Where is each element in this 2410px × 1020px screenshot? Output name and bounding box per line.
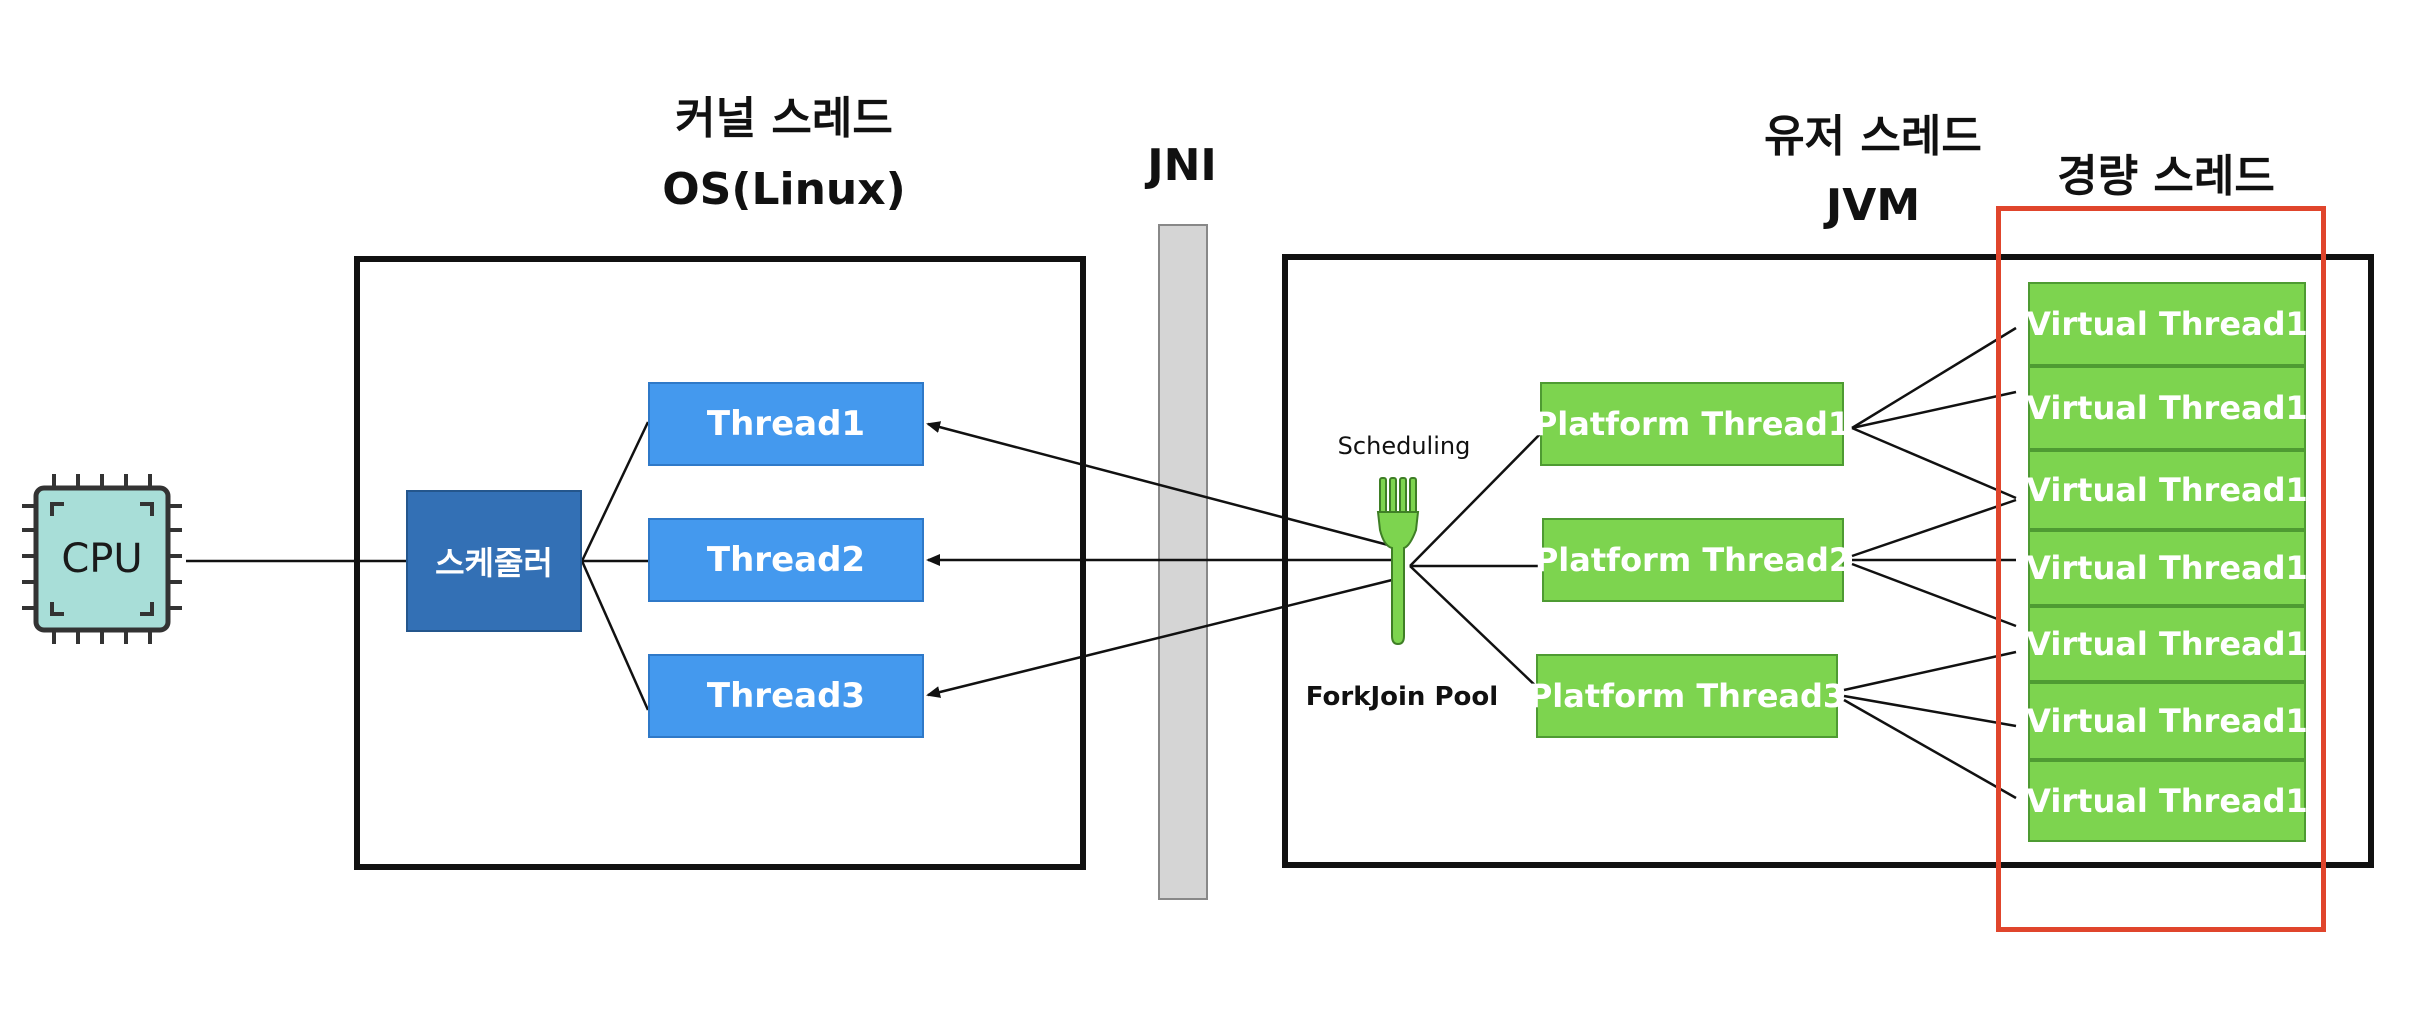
platform-thread-box: Platform Thread1 xyxy=(1534,382,1850,466)
platform3-vt6-line xyxy=(1843,694,2017,728)
lightweight-thread-highlight xyxy=(1996,206,2326,932)
virtual-thread-box: Virtual Thread1 xyxy=(2026,450,2308,530)
fork-platform1-line xyxy=(1409,427,1547,567)
forkjoin-pool-label: ForkJoin Pool xyxy=(1305,682,1499,712)
scheduler-thread1-line xyxy=(580,421,650,562)
virtual-thread-box: Virtual Thread1 xyxy=(2026,682,2308,760)
platform2-vt3-line xyxy=(1851,498,2017,558)
scheduler-thread3-line xyxy=(580,560,650,711)
kernel-thread-title: 커널 스레드 xyxy=(675,93,893,144)
fork-icon xyxy=(1376,477,1420,646)
virtual-thread-box: Virtual Thread1 xyxy=(2026,282,2308,366)
user-thread-title: 유저 스레드 xyxy=(1764,111,1982,162)
virtual-thread-box: Virtual Thread1 xyxy=(2026,760,2308,842)
platform1-vt3-line xyxy=(1851,426,2017,500)
scheduler-box: 스케줄러 xyxy=(406,490,582,632)
jvm-label: JVM xyxy=(1825,180,1921,231)
fork-thread1-arrow xyxy=(926,421,1406,555)
platform-thread-box: Platform Thread3 xyxy=(1529,654,1845,738)
fork-platform3-line xyxy=(1409,565,1541,691)
kernel-thread-box: Thread1 xyxy=(648,382,924,466)
kernel-thread-box: Thread3 xyxy=(648,654,924,738)
lightweight-thread-title: 경량 스레드 xyxy=(2057,151,2275,202)
platform-thread-box: Platform Thread2 xyxy=(1535,518,1851,602)
kernel-thread-box: Thread2 xyxy=(648,518,924,602)
scheduling-label: Scheduling xyxy=(1337,432,1471,460)
fork-thread3-arrow xyxy=(926,571,1406,698)
virtual-thread-box: Virtual Thread1 xyxy=(2026,606,2308,682)
virtual-thread-box: Virtual Thread1 xyxy=(2026,530,2308,606)
jni-label: JNI xyxy=(1147,140,1217,191)
platform1-vt2-line xyxy=(1851,390,2017,430)
platform2-vt5-line xyxy=(1851,562,2017,628)
kernel-os-label: OS(Linux) xyxy=(662,164,906,215)
platform1-vt1-line xyxy=(1851,326,2017,430)
platform3-vt5-line xyxy=(1843,650,2017,692)
cpu-chip-icon xyxy=(22,474,182,644)
cpu-label: CPU xyxy=(61,536,143,582)
platform3-vt7-line xyxy=(1843,698,2017,800)
virtual-thread-box: Virtual Thread1 xyxy=(2026,366,2308,450)
